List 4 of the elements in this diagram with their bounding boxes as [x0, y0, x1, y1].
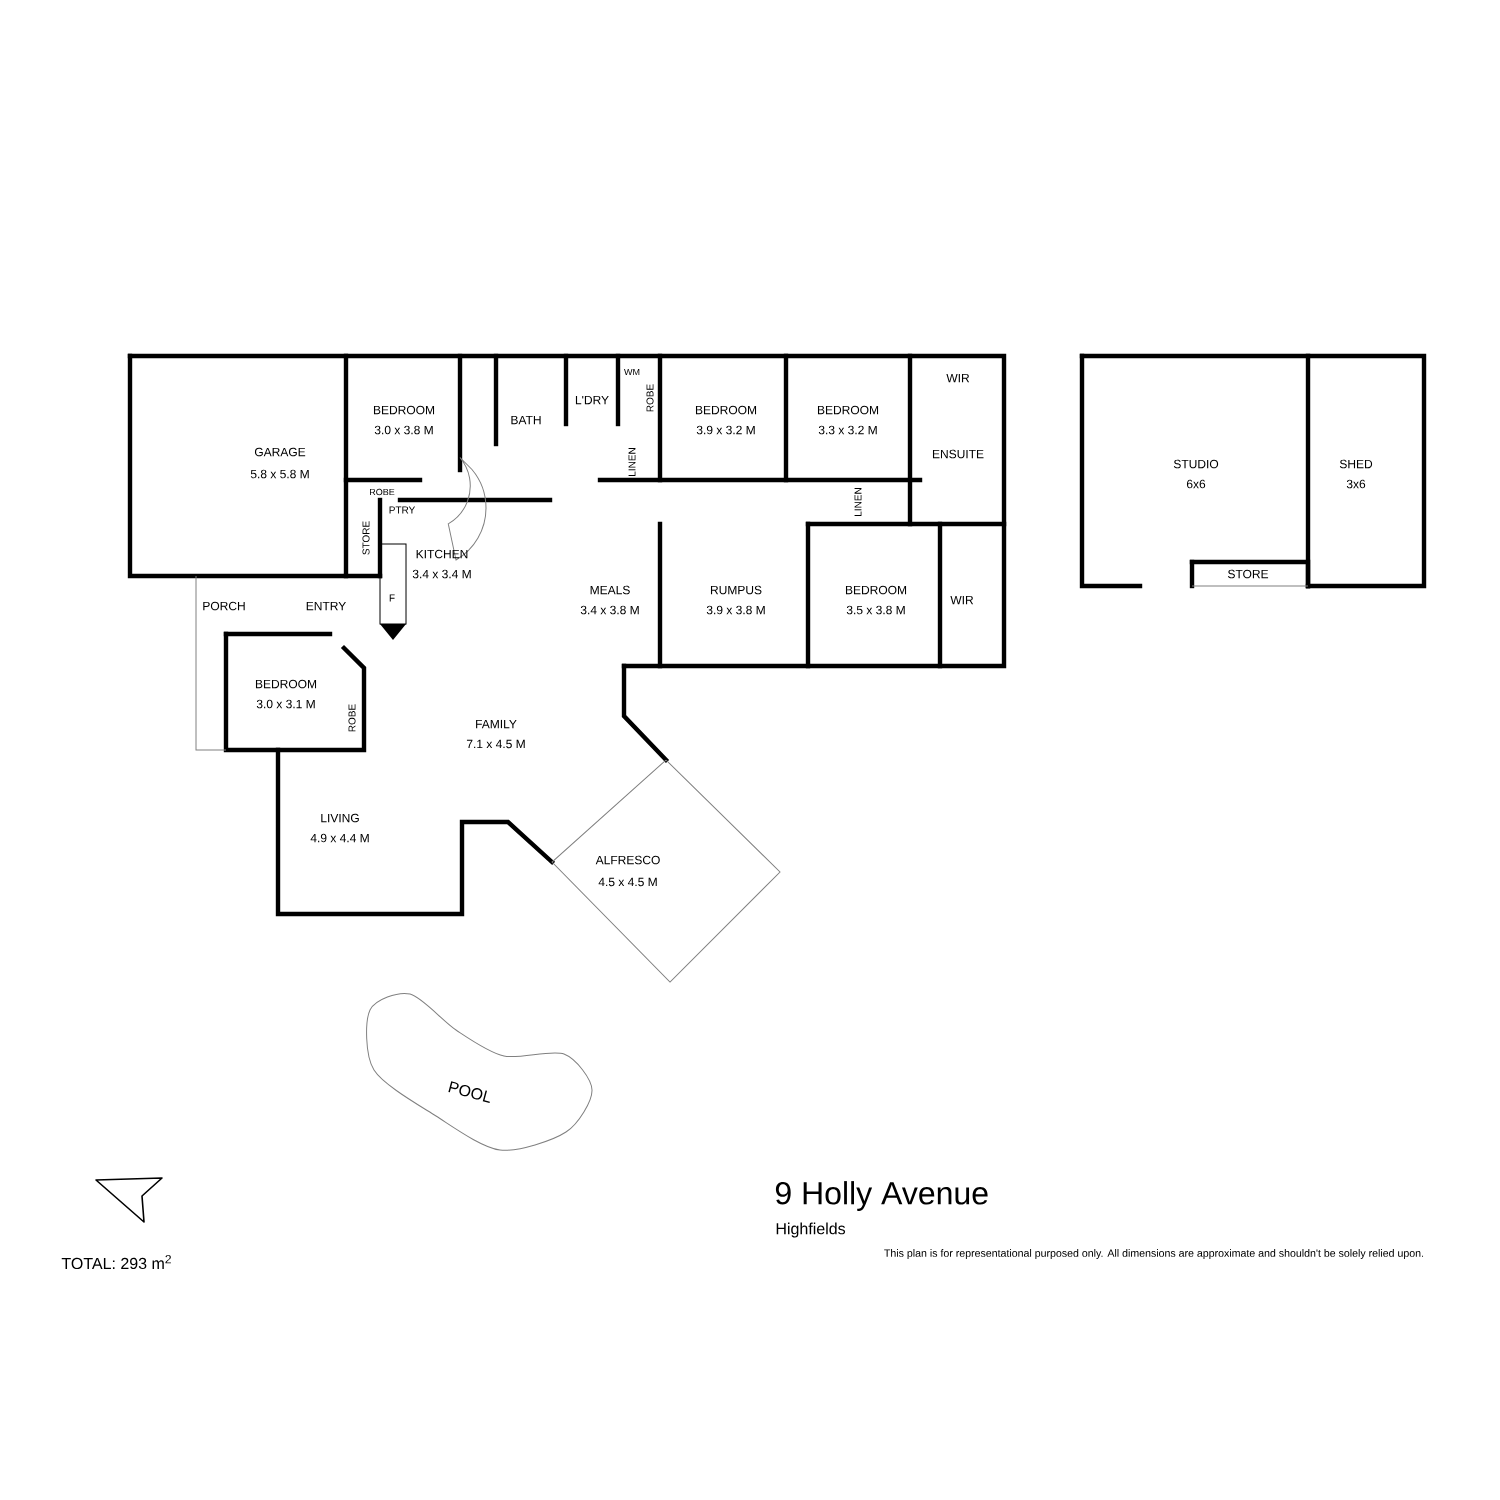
pool-label: POOL [448, 1081, 490, 1103]
title: 9 Holly Avenue [775, 1181, 988, 1211]
total-area: TOTAL: 293 m$^{2}$ [61, 1254, 171, 1270]
suburb-label: Highfields [776, 1222, 846, 1238]
